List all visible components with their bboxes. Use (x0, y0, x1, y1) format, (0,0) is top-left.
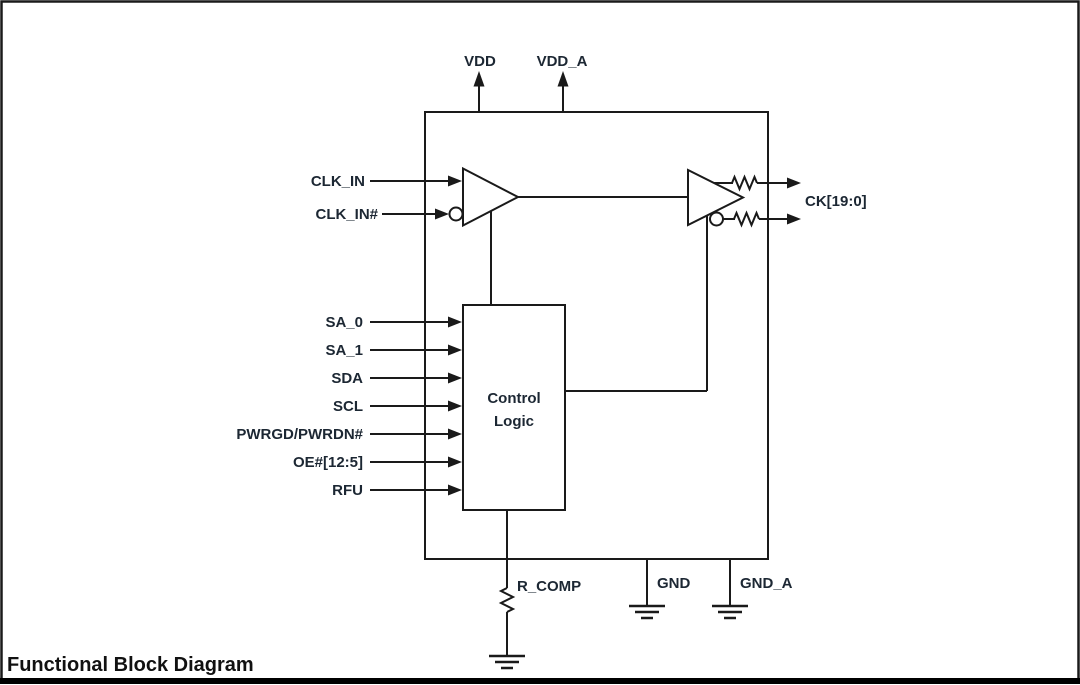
r-comp-label: R_COMP (517, 578, 581, 595)
termination-resistor-bottom (733, 210, 760, 228)
clk-in-n-label: CLK_IN# (315, 206, 378, 223)
output-inversion-bubble (709, 211, 724, 227)
sa0-label: SA_0 (325, 314, 363, 331)
sa1-arrowhead (448, 344, 462, 356)
vdd-a-up-arrowhead (557, 71, 569, 87)
control-input-scl: SCL (333, 398, 462, 415)
clk-in-input: CLK_IN (311, 173, 462, 190)
diagram-title: Functional Block Diagram (7, 654, 254, 676)
gnd-a-label: GND_A (740, 575, 793, 592)
control-logic-box (462, 304, 566, 511)
pwrgd-pwrdn-arrowhead (448, 428, 462, 440)
scl-label: SCL (333, 398, 363, 415)
r-comp-resistor (498, 587, 516, 613)
control-input-rfu: RFU (332, 482, 462, 499)
oe-arrowhead (448, 456, 462, 468)
control-input-sda: SDA (331, 370, 462, 387)
gnd-a-pin: GND_A (712, 559, 793, 620)
pwrgd-pwrdn-label: PWRGD/PWRDN# (236, 426, 363, 443)
clock-output-label: CK[19:0] (805, 193, 867, 210)
clk-in-arrowhead (448, 175, 462, 187)
rfu-label: RFU (332, 482, 363, 499)
control-to-output-buffer-wire (565, 215, 708, 392)
gnd-ground-symbol (629, 604, 665, 620)
gnd-label: GND (657, 575, 691, 592)
vdd-a-power-pin: VDD_A (537, 53, 588, 112)
vdd-a-pin-label: VDD_A (537, 53, 588, 70)
clock-output-true-path (714, 174, 801, 192)
control-logic-label-line1: Control (487, 390, 540, 407)
sda-label: SDA (331, 370, 363, 387)
control-input-pwrgd-pwrdn: PWRGD/PWRDN# (236, 426, 462, 443)
control-input-sa1: SA_1 (325, 342, 462, 359)
sda-arrowhead (448, 372, 462, 384)
clk-in-n-arrowhead (435, 208, 449, 220)
oe-label: OE#[12:5] (293, 454, 363, 471)
r-comp-pin: R_COMP (489, 510, 581, 670)
vdd-up-arrowhead (473, 71, 485, 87)
termination-resistor-top (731, 174, 758, 192)
output-comp-arrowhead (787, 213, 801, 225)
rfu-arrowhead (448, 484, 462, 496)
control-logic-block: Control Logic (462, 304, 566, 511)
input-inversion-bubble (448, 206, 464, 222)
r-comp-ground-symbol (489, 654, 525, 670)
control-logic-label-line2: Logic (494, 413, 534, 430)
vdd-power-pin: VDD (464, 53, 496, 112)
output-true-arrowhead (787, 177, 801, 189)
sa1-label: SA_1 (325, 342, 363, 359)
gnd-pin: GND (629, 559, 691, 620)
control-input-oe: OE#[12:5] (293, 454, 462, 471)
clk-in-label: CLK_IN (311, 173, 365, 190)
sa0-arrowhead (448, 316, 462, 328)
clock-output-complement-path (709, 210, 801, 228)
gnd-a-ground-symbol (712, 604, 748, 620)
scl-arrowhead (448, 400, 462, 412)
control-input-sa0: SA_0 (325, 314, 462, 331)
vdd-pin-label: VDD (464, 53, 496, 70)
